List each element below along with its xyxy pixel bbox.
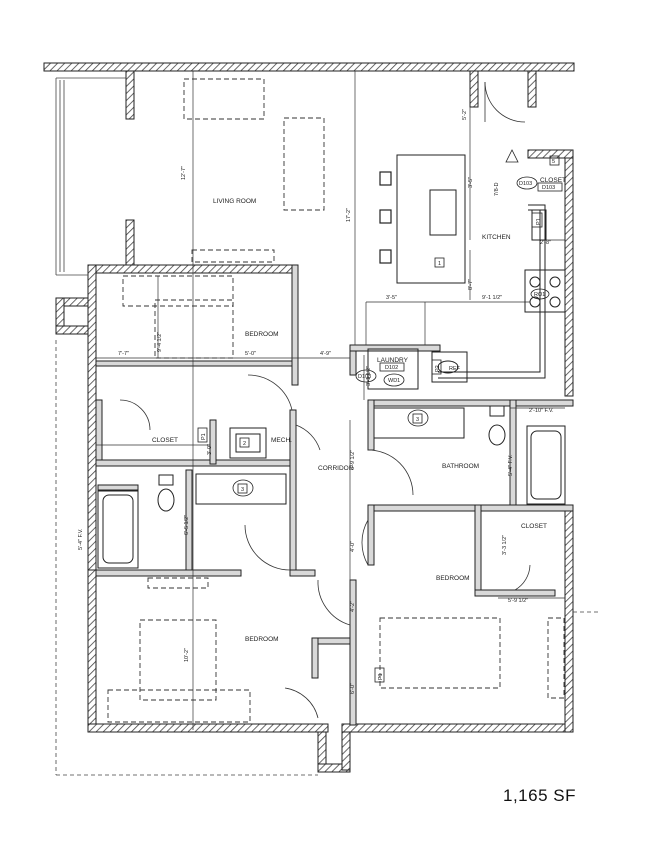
dim-4-9: 4'-9" [320,351,331,357]
corridor-label: CORRIDOR [318,465,354,472]
closet-right-label: CLOSET [521,523,547,530]
dim-6-5-half: 6'-5 1/2" [184,515,190,535]
kitchen-counters [367,154,566,390]
dim-17-2: 17'-2" [346,208,352,222]
dim-5-4-fv-left: 5'-4" F.V. [78,528,84,550]
dim-12-7: 12'-7" [181,166,187,180]
tag-ro1: RO1 [534,292,545,298]
tag-d102: D102 [385,365,398,371]
tag-p1-kitchen: P1 [536,218,542,225]
tag-5: 5 [552,159,555,165]
dim-9-1-half: 9'-1 1/2" [482,295,502,301]
dim-5-2: 5'-2" [462,109,468,120]
bedroom-furniture [107,275,565,723]
bedroom-top-label: BEDROOM [245,331,279,338]
bathroom-label: BATHROOM [442,463,479,470]
dim-5-9-half: 5'-9 1/2" [508,598,528,604]
tag-1: 1 [438,261,441,267]
dim-6-9-half: 6'-9 1/2" [350,450,356,470]
triangle-marker-icon [505,149,519,163]
tag-door-7-8: 7/8-D [494,183,500,196]
dimension-labels: 12'-7" 17'-2" 5'-2" 3'-5" 8'-7" 3'-5" 9'… [78,109,554,694]
dim-5-4-fv-right: 5'-4" F.V. [508,454,514,476]
tags: D103 D103 D103 D102 WD1 RO1 REF P1 P1 P1… [197,149,563,683]
dim-3-5-v: 3'-5" [468,177,474,188]
dim-2-8: 2'-8" [540,240,551,246]
room-labels: LIVING ROOM KITCHEN BEDROOM CLOSET MECH.… [152,177,566,643]
tag-d103-kitchen: D103 [519,181,532,187]
dim-3-3-half: 3'-3 1/2" [502,535,508,555]
tag-2: 2 [243,441,246,447]
dim-3-1-half: 3'-1 1/2" [366,366,372,386]
tag-p1-bedroom: P1 [378,673,384,680]
kitchen-label: KITCHEN [482,234,511,241]
dim-9-4-half: 9'-4 1/2" [157,332,163,352]
doors [119,81,531,719]
dim-4-0: 4'-0" [350,541,356,552]
tag-3-left: 3 [241,487,244,493]
closet-right-top-label: CLOSET [540,177,566,184]
area-label: 1,165 SF [503,786,576,805]
outline-lines [55,77,600,776]
dim-3-0: 3'-0" [207,444,213,455]
tag-p1-closet: P1 [201,433,207,440]
laundry-label: LAUNDRY [377,357,409,364]
dim-7-7: 7'-7" [118,351,129,357]
dim-4-2: 4'-2" [350,601,356,612]
closet-left-label: CLOSET [152,437,178,444]
bedroom-bottom-label: BEDROOM [245,636,279,643]
bedroom-right-label: BEDROOM [436,575,470,582]
dim-3-5-h: 3'-5" [386,295,397,301]
tag-ref: REF [449,366,461,372]
tag-wd1: WD1 [388,378,400,384]
tag-d103-closet: D103 [542,185,555,191]
dim-2-10-fv: 2'-10" F.V. [529,408,554,414]
living-furniture [183,78,325,263]
tag-3-right: 3 [416,417,419,423]
dim-6-0: 6'-0" [350,683,356,694]
tag-p2: P2 [435,365,441,372]
interior-walls [95,264,574,726]
stools [379,171,392,264]
dim-8-7: 8'-7" [468,279,474,290]
mech-label: MECH. [271,437,292,444]
tag-d103-laundry: D103 [358,374,371,380]
bath-fixtures [97,405,566,569]
dim-5-0: 5'-0" [245,351,256,357]
dim-10-2: 10'-2" [184,648,190,662]
exterior-walls [43,62,575,773]
living-room-label: LIVING ROOM [213,198,256,205]
